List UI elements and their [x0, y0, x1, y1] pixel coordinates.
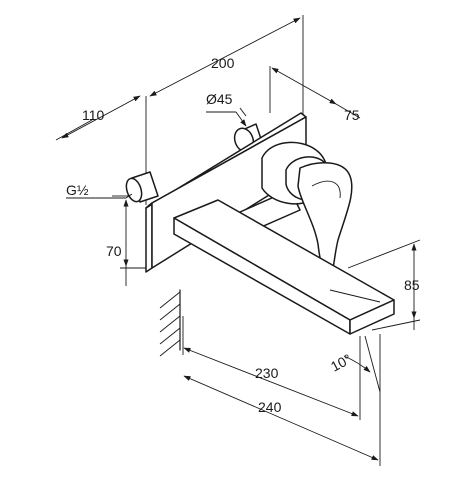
dim-label-angle: 10° [328, 351, 354, 375]
faucet-body [125, 112, 395, 335]
dim-label-240: 240 [258, 399, 282, 415]
dim-label-75: 75 [344, 107, 360, 123]
dim-arc-angle [343, 355, 371, 373]
dim-line-110 [61, 95, 141, 139]
dim-line-200 [149, 17, 301, 97]
dim-label-110: 110 [82, 107, 105, 123]
dim-label-230: 230 [255, 365, 279, 381]
spout-end [349, 299, 395, 335]
wall-hatch [159, 289, 181, 357]
dimension-labels: 200 110 Ø45 75 G½ 70 85 230 240 10° [66, 55, 420, 415]
dim-label-thread: G½ [66, 182, 89, 198]
dim-label-85: 85 [404, 277, 420, 293]
dim-line-75 [271, 67, 337, 105]
dim-label-200: 200 [211, 55, 235, 71]
cover-plate-side [145, 202, 153, 273]
lever-handle [297, 162, 353, 277]
dimension-lines [55, 17, 417, 461]
pipe-end [125, 177, 143, 203]
dim-line-240 [183, 375, 379, 461]
spout-top [173, 199, 395, 321]
dim-label-70: 70 [106, 243, 122, 259]
dim-label-d45: Ø45 [206, 91, 233, 107]
